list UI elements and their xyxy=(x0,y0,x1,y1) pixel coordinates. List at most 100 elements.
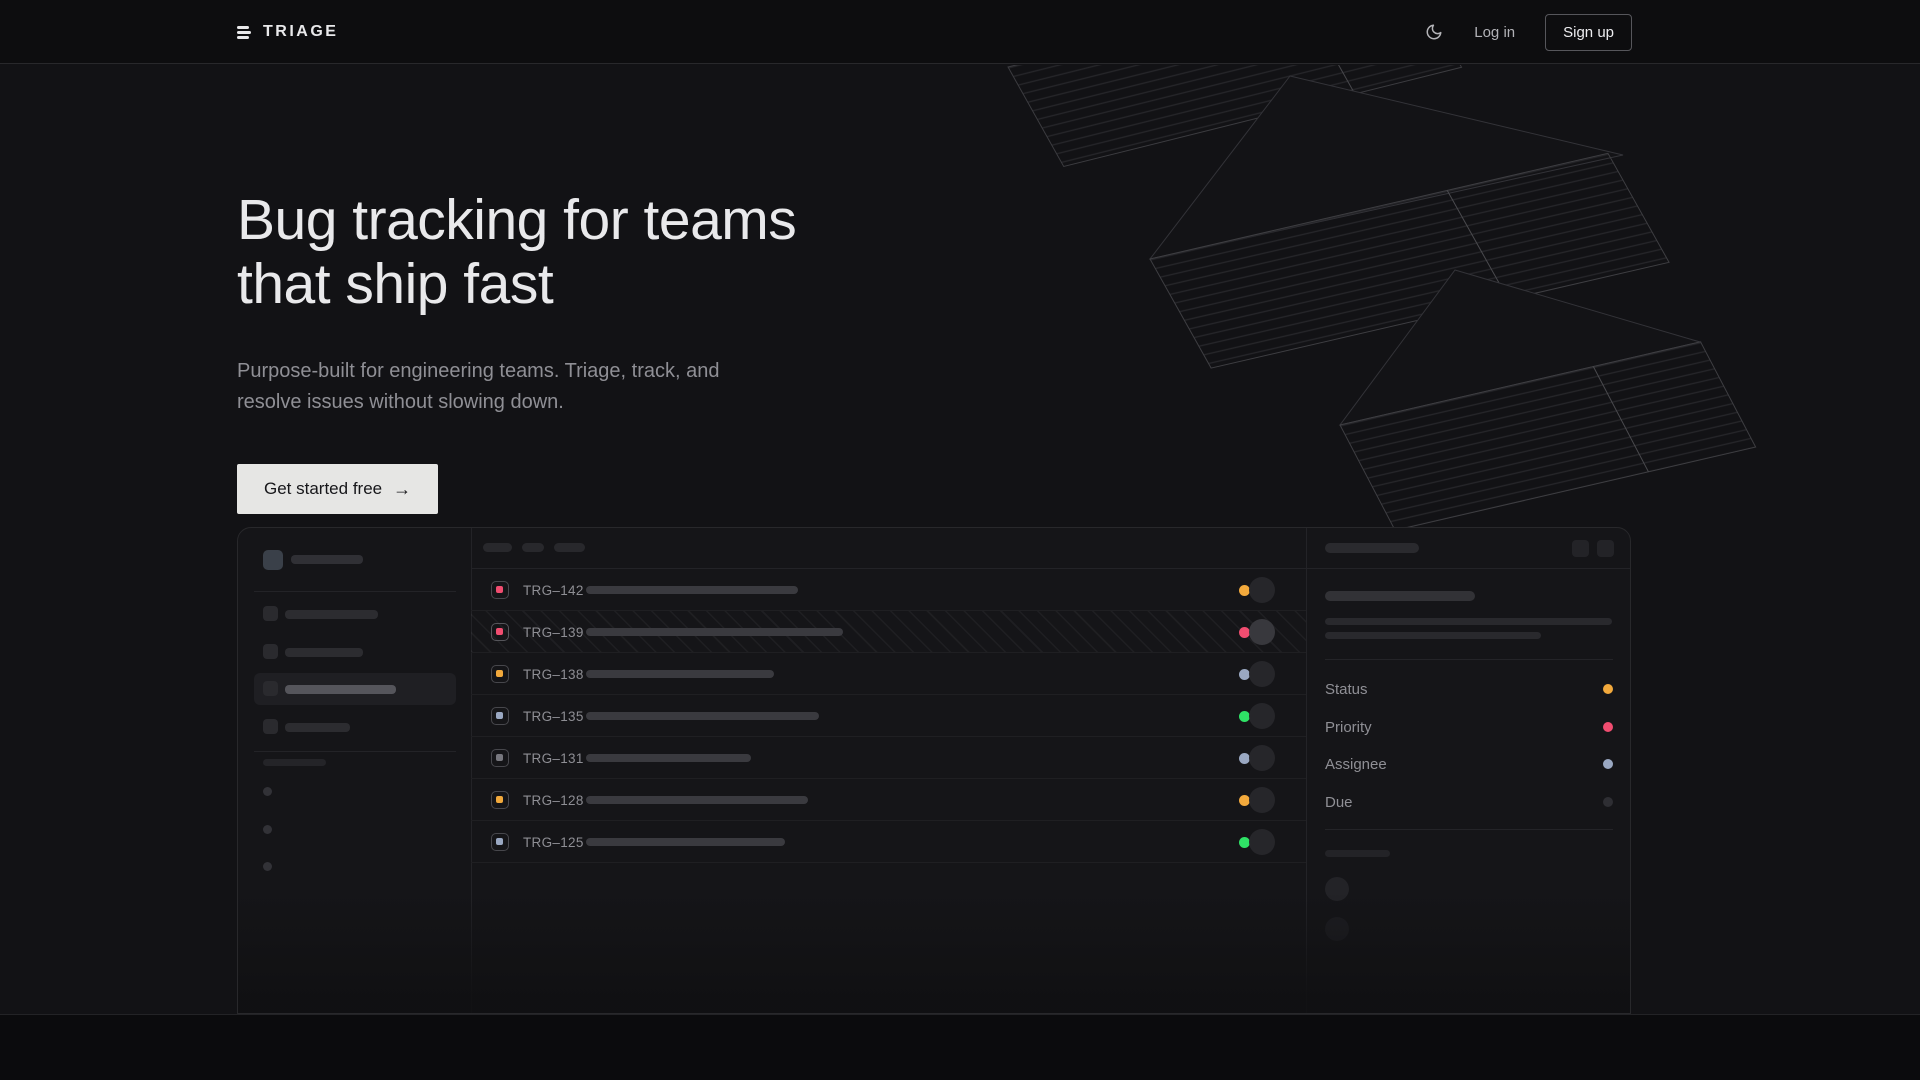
property-row[interactable]: Priority xyxy=(1325,717,1613,737)
sidebar-item-icon xyxy=(263,643,278,659)
issue-id: TRG–142 xyxy=(523,583,584,598)
issue-id: TRG–139 xyxy=(523,625,584,640)
sidebar-item-icon xyxy=(263,718,278,734)
sidebar-label-dot[interactable] xyxy=(263,824,272,834)
list-filter-pill[interactable] xyxy=(483,543,512,552)
page-title: Bug tracking for teams that ship fast xyxy=(237,188,797,316)
detail-divider-line xyxy=(1325,659,1613,660)
detail-action-button-1[interactable] xyxy=(1572,540,1589,557)
moon-icon[interactable] xyxy=(1424,22,1444,42)
brand-name: TRIAGE xyxy=(263,23,339,40)
title-line-2: that ship fast xyxy=(237,252,554,316)
property-label: Assignee xyxy=(1325,756,1387,773)
next-section-strip xyxy=(0,1014,1920,1080)
sidebar-item-icon xyxy=(263,606,278,621)
issue-id: TRG–131 xyxy=(523,751,584,766)
triage-logo-icon xyxy=(237,25,251,39)
property-row[interactable]: Assignee xyxy=(1325,754,1613,774)
sidebar-divider-line-2 xyxy=(254,751,456,752)
list-filter-pill[interactable] xyxy=(522,543,544,552)
property-value-dot xyxy=(1603,759,1613,769)
issue-row[interactable]: TRG–125 xyxy=(471,821,1306,863)
sidebar-item-label-skeleton xyxy=(285,685,396,694)
detail-action-button-2[interactable] xyxy=(1597,540,1614,557)
assignee-avatar[interactable] xyxy=(1249,577,1275,603)
assignee-avatar[interactable] xyxy=(1249,787,1275,813)
sidebar-item-icon xyxy=(263,681,278,696)
detail-description-skeleton xyxy=(1325,632,1541,639)
sidebar-item[interactable] xyxy=(254,598,456,630)
detail-divider-line-2 xyxy=(1325,829,1613,830)
navbar-inner: TRIAGE Log in Sign up xyxy=(237,0,1632,64)
arrow-right-icon: → xyxy=(393,478,412,499)
status-dot xyxy=(1239,753,1250,764)
priority-icon xyxy=(491,665,509,683)
workspace-name-skeleton xyxy=(291,555,363,564)
property-label: Priority xyxy=(1325,718,1372,736)
assignee-avatar[interactable] xyxy=(1249,619,1275,645)
list-filter-pill[interactable] xyxy=(554,543,585,552)
status-dot xyxy=(1239,795,1250,806)
detail-breadcrumb-skeleton xyxy=(1325,543,1419,553)
issue-row[interactable]: TRG–139 xyxy=(471,611,1306,653)
sidebar-section-label-skeleton xyxy=(263,759,326,766)
issue-id: TRG–125 xyxy=(523,835,584,850)
workspace-avatar[interactable] xyxy=(263,550,283,570)
login-link[interactable]: Log in xyxy=(1474,23,1516,41)
sidebar-divider xyxy=(471,528,472,1013)
property-row[interactable]: Status xyxy=(1325,679,1613,699)
issue-title-skeleton xyxy=(586,586,798,594)
sidebar-item[interactable] xyxy=(254,636,456,668)
sidebar-label-dot[interactable] xyxy=(263,787,272,796)
get-started-button[interactable]: Get started free → xyxy=(237,464,439,514)
issue-title-skeleton xyxy=(586,628,843,636)
issue-title-skeleton xyxy=(586,796,808,804)
cta-label: Get started free xyxy=(264,479,383,498)
subtitle-line-1: Purpose-built for engineering teams. Tri… xyxy=(237,360,720,382)
priority-icon xyxy=(491,833,509,851)
assignee-avatar[interactable] xyxy=(1249,661,1275,687)
property-value-dot xyxy=(1603,796,1613,807)
sidebar-item[interactable] xyxy=(254,673,456,705)
assignee-avatar[interactable] xyxy=(1249,829,1275,855)
sidebar-divider-line xyxy=(254,591,456,592)
status-dot xyxy=(1239,669,1250,680)
detail-description-skeleton xyxy=(1325,618,1612,625)
issue-id: TRG–128 xyxy=(523,793,584,808)
brand-logo[interactable]: TRIAGE xyxy=(237,23,338,41)
issue-title-skeleton xyxy=(586,670,774,678)
detail-title-skeleton xyxy=(1325,591,1475,601)
property-value-dot xyxy=(1603,721,1613,732)
title-line-1: Bug tracking for teams xyxy=(237,188,797,252)
issue-row[interactable]: TRG–138 xyxy=(471,653,1306,695)
assignee-avatar[interactable] xyxy=(1249,745,1275,771)
issue-row[interactable]: TRG–131 xyxy=(471,737,1306,779)
issue-id: TRG–138 xyxy=(523,667,584,682)
nav-actions: Log in Sign up xyxy=(1424,13,1632,51)
status-dot xyxy=(1239,627,1250,638)
comment-avatar xyxy=(1325,917,1349,941)
signup-button[interactable]: Sign up xyxy=(1545,13,1632,51)
issue-title-skeleton xyxy=(586,712,819,720)
sidebar-item-label-skeleton xyxy=(285,647,363,657)
issue-row[interactable]: TRG–142 xyxy=(471,569,1306,611)
issue-list-header xyxy=(471,528,1306,569)
sidebar-item-label-skeleton xyxy=(285,610,378,619)
activity-label-skeleton xyxy=(1325,850,1390,857)
issue-row[interactable]: TRG–128 xyxy=(471,779,1306,821)
detail-header xyxy=(1306,528,1630,569)
sidebar-item[interactable] xyxy=(254,711,456,743)
property-row[interactable]: Due xyxy=(1325,792,1613,812)
priority-icon xyxy=(491,707,509,725)
property-label: Status xyxy=(1325,681,1368,698)
detail-divider xyxy=(1306,528,1307,1013)
property-value-dot xyxy=(1603,684,1613,694)
sidebar-label-dot[interactable] xyxy=(263,862,272,871)
status-dot xyxy=(1239,711,1250,722)
issue-row[interactable]: TRG–135 xyxy=(471,695,1306,737)
status-dot xyxy=(1239,585,1250,596)
assignee-avatar[interactable] xyxy=(1249,703,1275,729)
